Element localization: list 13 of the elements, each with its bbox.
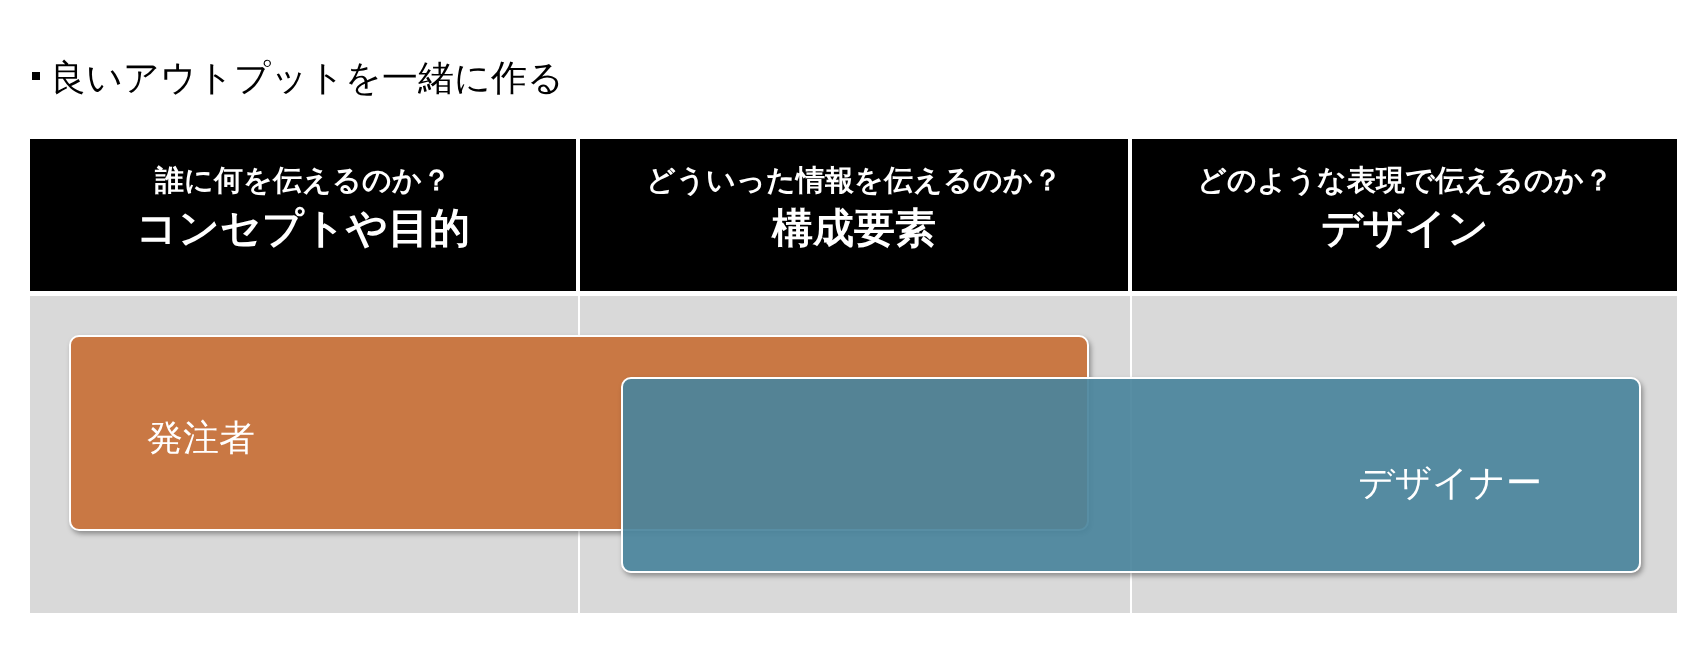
heading-text: デザイン [1319,203,1490,254]
role-bar [621,377,1641,573]
header-cell [30,139,576,291]
heading-text: 構成要素 [770,203,937,254]
title: 良いアウトプットを一緒に作る [50,56,564,100]
question-text: どのような表現で伝えるのか？ [1195,162,1614,199]
header-cell [580,139,1128,291]
question-text: 誰に何を伝えるのか？ [154,162,452,199]
header-cell [1132,139,1677,291]
role-label: デザイナー [1358,461,1542,505]
role-label: 発注者 [147,416,255,460]
question-text: どういった情報を伝えるのか？ [645,162,1063,199]
heading-text: コンセプトや目的 [135,203,471,254]
